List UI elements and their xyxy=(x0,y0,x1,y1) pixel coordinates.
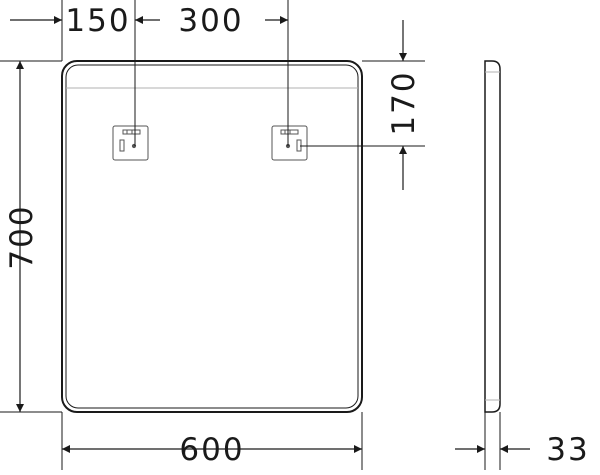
dim-label-150: 150 xyxy=(65,3,130,39)
dimension-labels: 150 300 170 700 600 33 xyxy=(4,3,589,468)
dim-label-600: 600 xyxy=(179,432,244,468)
dim-label-300: 300 xyxy=(178,3,243,39)
dim-label-170: 170 xyxy=(386,70,422,135)
mirror-inner-edge xyxy=(65,64,359,409)
extension-lines xyxy=(0,0,501,470)
mounting-bracket-left xyxy=(112,125,149,161)
mirror-outline xyxy=(61,60,363,413)
dim-label-33: 33 xyxy=(546,432,589,468)
side-view xyxy=(484,60,501,413)
dimension-lines xyxy=(10,16,530,453)
mounting-bracket-right xyxy=(271,125,308,161)
side-profile xyxy=(484,60,501,413)
dim-label-700: 700 xyxy=(4,204,40,269)
front-view xyxy=(61,60,363,413)
